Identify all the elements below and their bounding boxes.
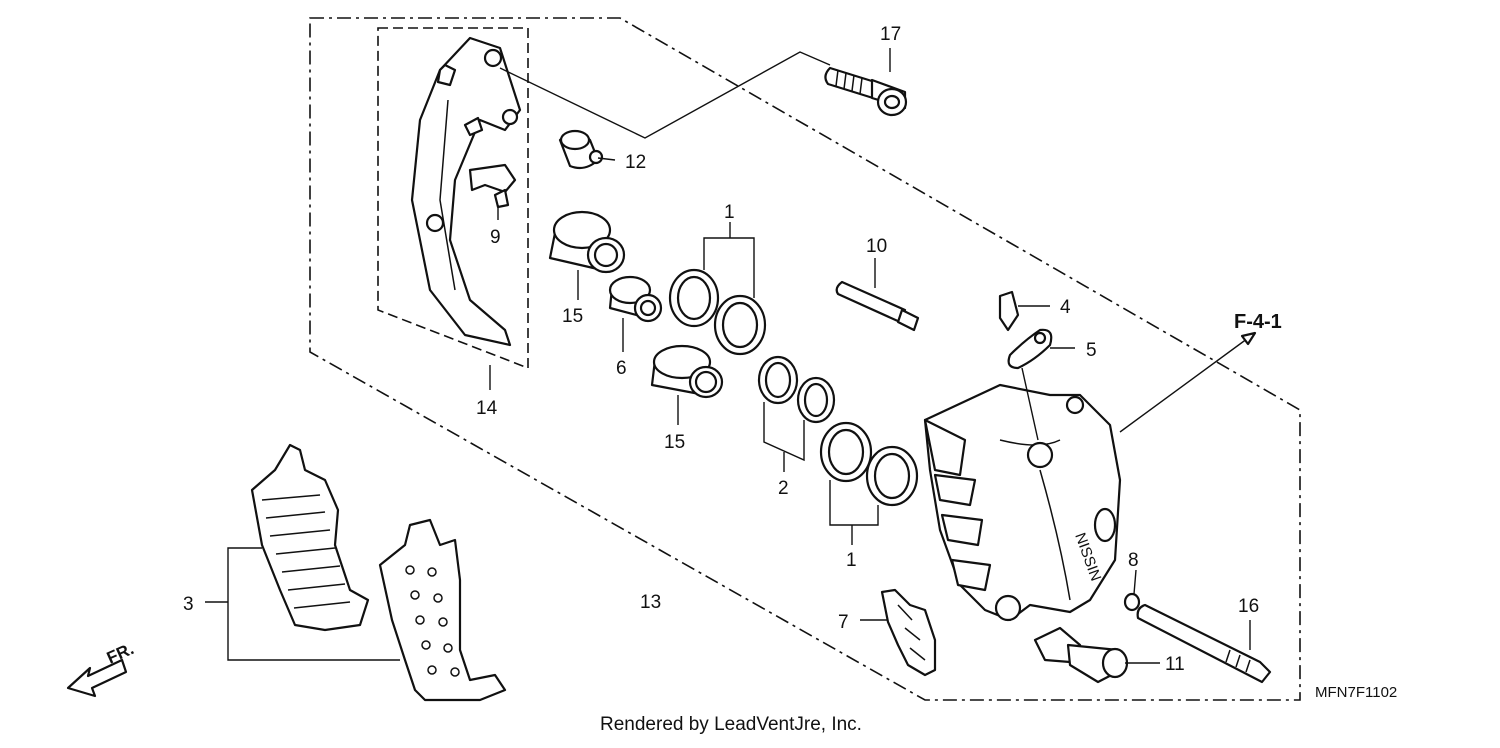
bleed-cap-5	[1007, 328, 1053, 370]
callout-1-lower: 1	[846, 550, 857, 571]
credit-text: Rendered by LeadVentJre, Inc.	[600, 714, 862, 735]
caliper-body: NISSIN	[923, 383, 1122, 622]
collar-6	[608, 275, 663, 323]
pin-16	[1136, 603, 1272, 684]
leader-lines	[205, 48, 1257, 664]
callout-3: 3	[183, 594, 194, 615]
callout-16: 16	[1238, 596, 1259, 617]
seal-2-a	[757, 355, 799, 405]
callout-7: 7	[838, 612, 849, 633]
pad-retainer-9	[463, 116, 517, 209]
cap-12	[558, 129, 604, 170]
assembly-14-boundary	[377, 27, 529, 370]
callout-15-upper: 15	[562, 306, 583, 327]
callout-10: 10	[866, 236, 887, 257]
piston-1-a	[668, 268, 720, 328]
brake-pad-right	[378, 518, 507, 702]
callout-12: 12	[625, 152, 646, 173]
callout-11: 11	[1165, 654, 1185, 675]
seal-2-b	[796, 376, 836, 424]
callout-8: 8	[1128, 550, 1139, 571]
caliper-bracket	[410, 36, 522, 347]
reference-f-4-1: F-4-1	[1234, 311, 1282, 333]
pad-spring-7	[880, 588, 937, 677]
callout-5: 5	[1086, 340, 1097, 361]
callout-14: 14	[476, 398, 498, 419]
boot-15-upper	[548, 210, 626, 274]
callout-15-lower: 15	[664, 432, 685, 453]
bleeder-4	[998, 290, 1020, 332]
callout-13: 13	[640, 592, 661, 613]
boot-15-lower	[650, 344, 724, 399]
fr-label: FR.	[104, 639, 137, 667]
diagram-code: MFN7F1102	[1315, 684, 1397, 701]
pin-10	[835, 280, 920, 332]
piston-1-c	[819, 421, 873, 483]
assembly-13-boundary	[309, 17, 1301, 701]
piston-1-d	[865, 445, 919, 507]
callout-6: 6	[616, 358, 627, 379]
callout-1-upper: 1	[724, 202, 735, 223]
callout-17: 17	[880, 24, 901, 45]
callout-2: 2	[778, 478, 789, 499]
piston-1-b	[713, 294, 767, 356]
callout-9: 9	[490, 227, 501, 248]
front-direction-arrow: FR.	[66, 639, 137, 698]
callout-4: 4	[1060, 297, 1071, 318]
fitting-11	[1033, 626, 1129, 684]
bolt-17	[824, 66, 908, 117]
washer-8	[1123, 592, 1141, 612]
brake-pad-left	[250, 443, 370, 632]
